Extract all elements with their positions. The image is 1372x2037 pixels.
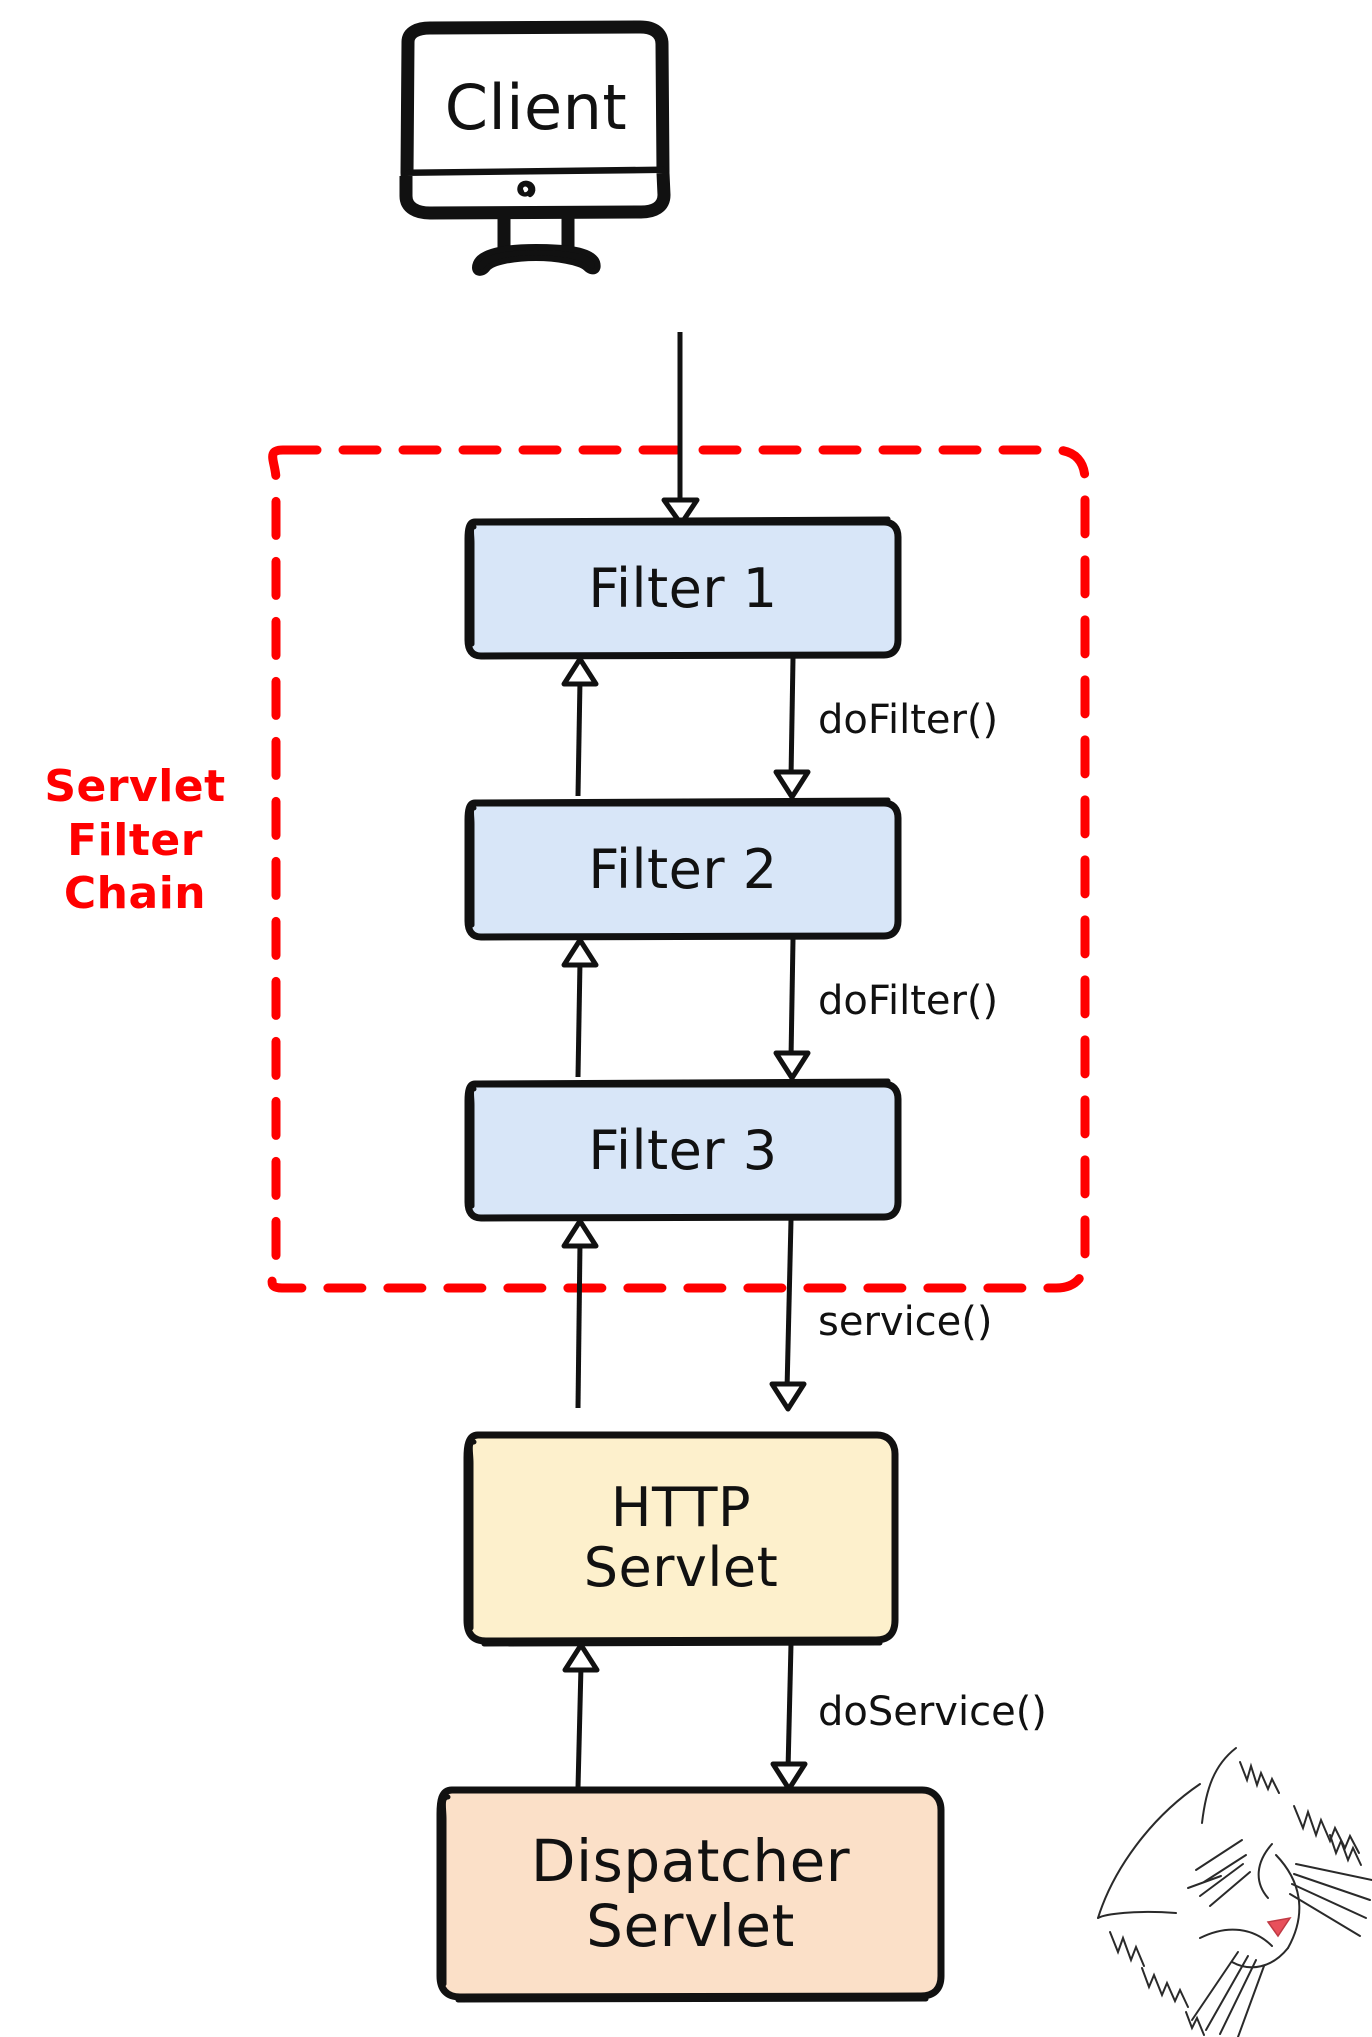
arrow-filter1-to-filter2 (773, 657, 811, 800)
node-http-servlet-shape (463, 1431, 899, 1647)
arrow-filter3-to-httpservlet (769, 1219, 807, 1412)
arrow-dispatcher-to-httpservlet (562, 1642, 600, 1789)
node-filter2-shape (464, 797, 902, 941)
chain-label-line-1: Servlet (44, 761, 226, 812)
arrow-httpservlet-to-filter3 (561, 1218, 599, 1409)
edge-label-doservice: doService() (818, 1689, 1047, 1735)
arrow-client-to-filter1 (661, 332, 700, 527)
arrow-filter3-to-filter2 (561, 937, 599, 1078)
arrow-filter2-to-filter1 (561, 656, 599, 797)
edge-label-dofilter-1: doFilter() (818, 697, 999, 743)
edge-label-dofilter-2: doFilter() (818, 978, 999, 1024)
cat-sketch-decoration (1097, 1747, 1372, 2037)
edge-label-service: service() (818, 1299, 993, 1345)
servlet-filter-chain-boundary (267, 445, 1090, 1293)
arrow-filter2-to-filter3 (773, 938, 811, 1081)
chain-label-line-3: Chain (63, 868, 207, 920)
servlet-filter-chain-label: Servlet Filter Chain (20, 760, 250, 921)
node-dispatcher-servlet-shape (436, 1786, 945, 2003)
chain-label-line-2: Filter (67, 814, 203, 866)
node-filter1-shape (464, 516, 902, 660)
arrow-httpservlet-to-dispatcher (770, 1643, 808, 1792)
node-filter3-shape (464, 1078, 902, 1222)
client-monitor-icon (399, 20, 671, 276)
